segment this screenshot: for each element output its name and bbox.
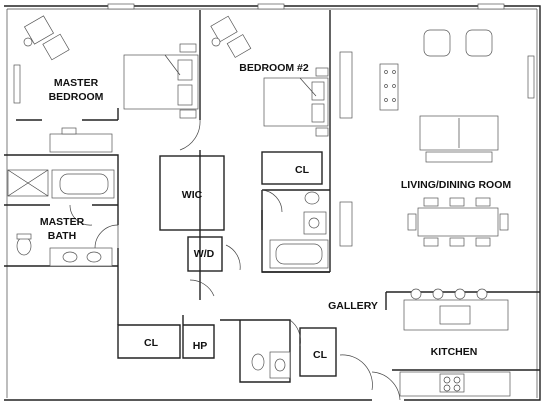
label-master-bedroom-line1: MASTER (54, 77, 99, 89)
label-master-bath-line2: BATH (48, 230, 76, 242)
armchair-bedroom2 (210, 15, 252, 58)
bed-master (123, 43, 199, 119)
label-living-dining: LIVING/DINING ROOM (401, 179, 512, 191)
label-closet-lower-mid: CL (313, 349, 328, 361)
label-master-bath-line1: MASTER (40, 216, 85, 228)
label-gallery: GALLERY (328, 300, 378, 312)
living-furniture (339, 29, 499, 247)
door-swings (69, 119, 401, 401)
armchairs-master (23, 15, 70, 61)
label-master-bedroom-line2: BEDROOM (49, 91, 104, 103)
master-bath-fixtures (7, 169, 115, 267)
dining-table (407, 197, 509, 247)
dresser-master (49, 133, 113, 153)
label-heat-pump: HP (193, 340, 208, 352)
label-washer-dryer: W/D (194, 248, 215, 260)
powder-room-fixtures (251, 351, 291, 379)
interior-walls (4, 10, 540, 383)
label-closet-bedroom2: CL (295, 164, 310, 176)
label-kitchen: KITCHEN (431, 346, 478, 358)
label-closet-lower-left: CL (144, 337, 159, 349)
kitchen-fixtures (399, 288, 511, 397)
bench-master (61, 127, 77, 135)
bed-bedroom2 (263, 67, 329, 137)
label-wic: WIC (182, 189, 203, 201)
label-bedroom2: BEDROOM #2 (239, 62, 309, 74)
exterior-walls (4, 3, 541, 401)
bedroom2-bath-fixtures (269, 191, 329, 269)
